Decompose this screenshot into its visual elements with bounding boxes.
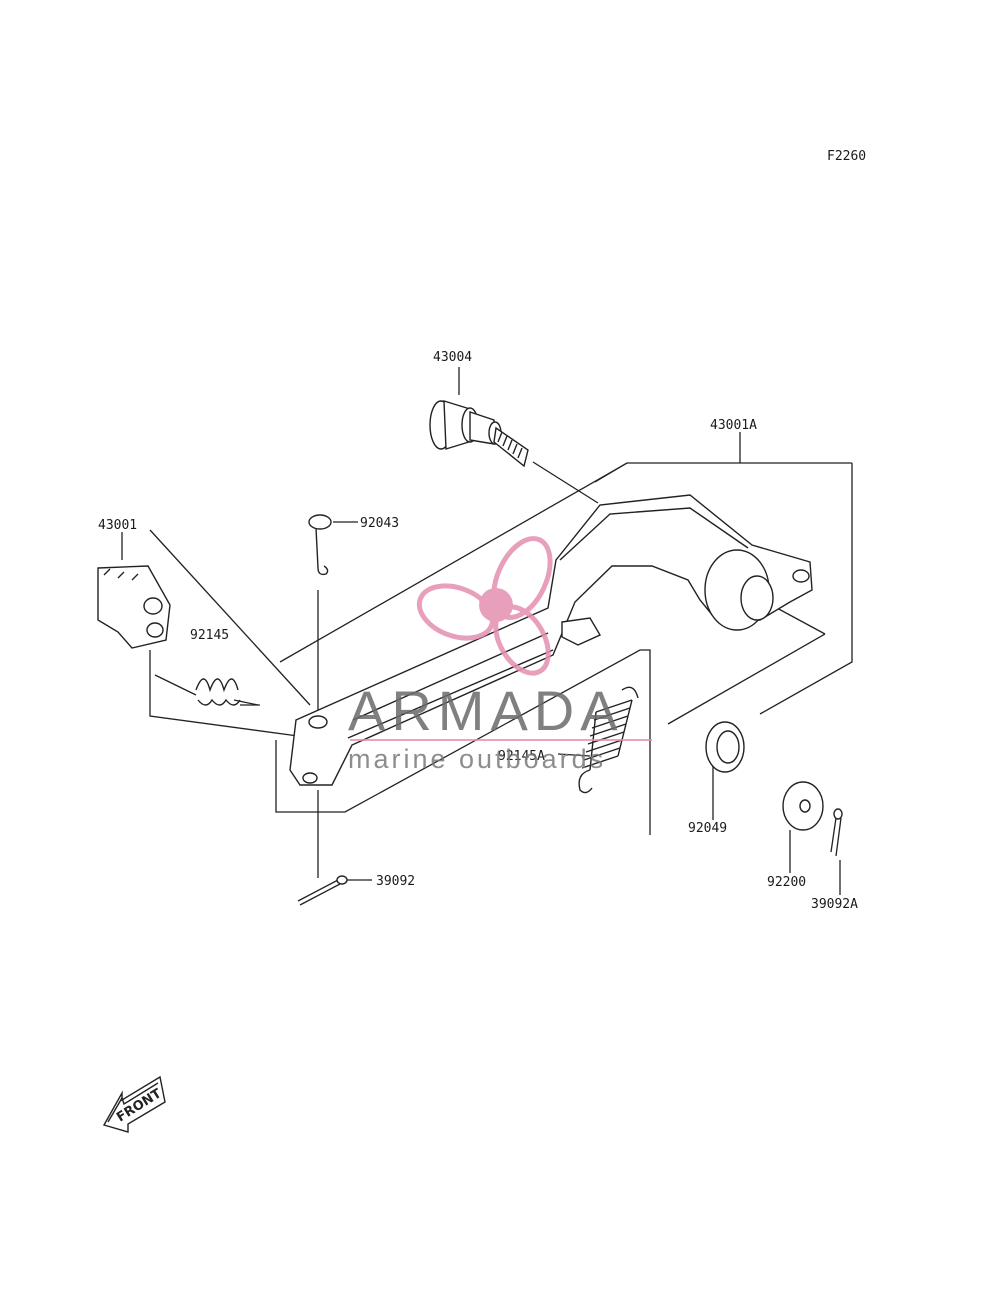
- propeller-logo-icon: [416, 536, 553, 676]
- pin-part: [308, 514, 332, 576]
- washer-part: [782, 781, 824, 831]
- label-39092: 39092: [376, 874, 415, 889]
- cotter-pin-part: [297, 875, 348, 906]
- label-43001a: 43001A: [710, 418, 757, 433]
- watermark-tagline: marine outboards: [348, 744, 606, 774]
- pivot-bolt-part: [429, 400, 529, 468]
- assembly-outline: [275, 462, 853, 835]
- watermark: ARMADA marine outboards: [348, 536, 652, 774]
- leader-lines: [121, 367, 841, 895]
- seal-part: [705, 721, 745, 773]
- watermark-word: ARMADA: [348, 679, 624, 742]
- coil-spring-part: [578, 686, 639, 794]
- brake-pedal-part: [289, 494, 813, 786]
- label-43001: 43001: [98, 518, 137, 533]
- label-92145: 92145: [190, 628, 229, 643]
- label-92200: 92200: [767, 875, 806, 890]
- label-43004: 43004: [433, 350, 472, 365]
- label-92049: 92049: [688, 821, 727, 836]
- label-92145a: 92145A: [498, 749, 545, 764]
- label-92043: 92043: [360, 516, 399, 531]
- pedal-tip-part: [97, 565, 171, 649]
- cotter-pin-a-part: [830, 808, 843, 857]
- diagram-code: F2260: [827, 149, 866, 164]
- label-39092a: 39092A: [811, 897, 858, 912]
- front-arrow-icon: FRONT: [102, 1075, 166, 1133]
- torsion-spring-part: [154, 674, 259, 706]
